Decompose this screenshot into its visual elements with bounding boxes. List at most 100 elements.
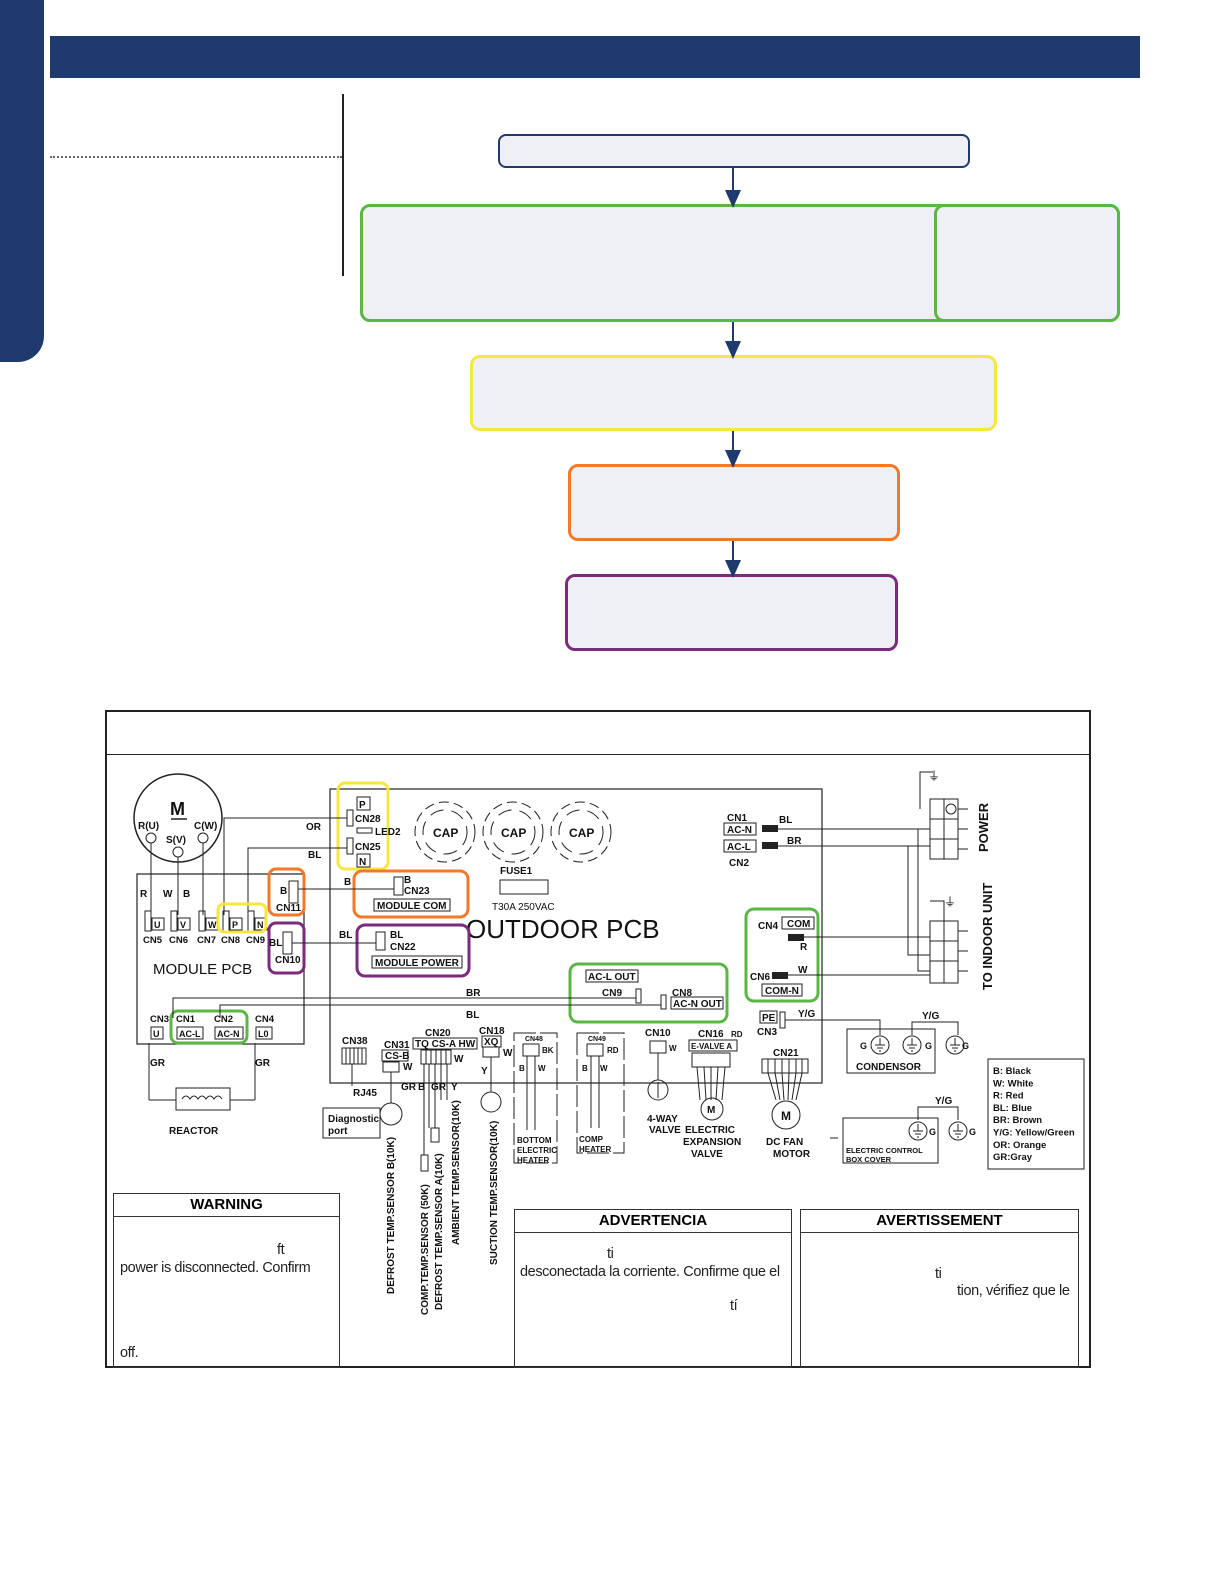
flow-step-module-power — [565, 574, 898, 651]
cn20-gr2: GR — [431, 1082, 447, 1093]
outdoor-pcb-board — [329, 788, 823, 1084]
fuse-label: FUSE1 — [500, 866, 533, 877]
cn9-label: CN9 — [602, 988, 622, 999]
rj45-label: RJ45 — [353, 1088, 377, 1099]
capacitor — [414, 801, 476, 863]
flow-step-power-side — [934, 204, 1120, 322]
ground-symbol — [908, 1121, 928, 1141]
cn48-bk: BK — [542, 1046, 554, 1055]
warning-es-box: ADVERTENCIA — [514, 1209, 792, 1368]
warning-en-frag2: power is disconnected. Confirm — [120, 1260, 311, 1276]
module-bottom-pin: U — [153, 1029, 160, 1039]
pe-label: PE — [762, 1013, 776, 1024]
cn20-y: Y — [451, 1082, 458, 1093]
wire-r: R — [140, 889, 148, 900]
warning-en-title: WARNING — [114, 1194, 339, 1217]
warning-fr-title: AVERTISSEMENT — [801, 1210, 1078, 1233]
cn16-label: CN16 — [698, 1029, 724, 1040]
ground-g-label: G — [929, 1127, 936, 1137]
cn23-b: B — [404, 875, 411, 886]
cn48-b: B — [519, 1064, 525, 1073]
led2-label: LED2 — [375, 827, 401, 838]
cn20-label: CN20 — [425, 1028, 451, 1039]
cn20-gr: GR — [401, 1082, 417, 1093]
wire-w: W — [163, 889, 173, 900]
fourway-1: 4-WAY — [647, 1114, 678, 1125]
cn11-orange — [267, 867, 306, 917]
compressor-motor-label: M — [170, 799, 185, 819]
cn49-label: CN49 — [588, 1036, 606, 1043]
com-r: R — [800, 942, 808, 953]
dcfan-1: DC FAN — [766, 1137, 803, 1148]
yg-label-2: Y/G — [922, 1011, 939, 1022]
module-pin-box — [229, 917, 243, 931]
outdoor-pcb-title: OUTDOOR PCB — [466, 914, 660, 944]
ground-g-label: G — [860, 1041, 867, 1051]
comp-heater-1: COMP — [579, 1135, 604, 1144]
cn22-bl: BL — [390, 930, 403, 941]
cn18-w: W — [503, 1048, 513, 1059]
pin-p: P — [359, 800, 366, 811]
fourway-2: VALVE — [649, 1125, 681, 1136]
cn8-cn9-yellow — [216, 902, 268, 934]
com-label: COM — [787, 919, 810, 930]
pin-n: N — [359, 857, 366, 868]
capacitor — [550, 801, 612, 863]
cn48-label: CN48 — [525, 1036, 543, 1043]
fuse-symbol — [499, 879, 549, 895]
ground-symbol-top: ⏚ — [928, 769, 940, 783]
com-terminal-green — [744, 907, 820, 1003]
module-bottom-cn: CN1 — [176, 1014, 196, 1025]
cn10-label: CN10 — [275, 955, 301, 966]
cn28-label: CN28 — [355, 814, 381, 825]
legend-entry: OR: Orange — [993, 1140, 1046, 1151]
dcfan-2: MOTOR — [773, 1149, 811, 1160]
cn11-label: CN11 — [276, 903, 301, 914]
csb-label: CS-B — [385, 1051, 409, 1062]
capacitor-label: CAP — [569, 826, 594, 840]
warning-es-frag2: desconectada la corriente. Confirme que … — [520, 1264, 780, 1280]
wire-gr-left: GR — [150, 1058, 166, 1069]
cn10-4way-label: CN10 — [645, 1028, 671, 1039]
legend-entry: GR:Gray — [993, 1152, 1033, 1163]
module-pin-label: P — [232, 920, 238, 930]
cn3-pe-label: CN3 — [757, 1027, 777, 1038]
cn25-label: CN25 — [355, 842, 381, 853]
module-pin-post — [144, 910, 152, 932]
to-indoor-label: TO INDOOR UNIT — [980, 883, 995, 990]
side-tab — [0, 0, 44, 362]
warning-es-frag1: ti — [607, 1246, 614, 1262]
cn1-label: CN1 — [727, 813, 747, 824]
module-bottom-terminal-green — [169, 1009, 249, 1045]
flow-arrows — [725, 168, 741, 578]
warning-en-frag3: off. — [120, 1345, 139, 1361]
sensor-label: SUCTION TEMP.SENSOR(10K) — [489, 1121, 500, 1265]
module-pin-box — [151, 917, 165, 931]
flow-title-box — [498, 134, 970, 168]
condensor-box — [846, 1028, 936, 1074]
cn20-b: B — [418, 1082, 425, 1093]
warning-en-frag1: ft — [277, 1242, 285, 1258]
comn-label: COM-N — [765, 986, 799, 997]
module-bottom-pin: L0 — [258, 1029, 269, 1039]
bottom-heater-1: BOTTOM — [517, 1136, 552, 1145]
cn1-bl: BL — [779, 815, 792, 826]
comp-heater-bracket — [576, 1032, 625, 1154]
ground-g-label: G — [962, 1041, 969, 1051]
diagnostic-port-box — [322, 1107, 381, 1139]
bottom-heater-2: ELECTRIC — [517, 1146, 557, 1155]
warning-en-box: WARNING — [113, 1193, 340, 1368]
warning-fr-box: AVERTISSEMENT — [800, 1209, 1079, 1368]
fuse-rating: T30A 250VAC — [492, 902, 555, 913]
reactor-coil — [175, 1087, 231, 1111]
module-pcb-title: MODULE PCB — [153, 961, 252, 978]
module-cn-label: CN8 — [221, 935, 240, 946]
cn22-label: CN22 — [390, 942, 416, 953]
sensor-label: AMBIENT TEMP.SENSOR(10K) — [451, 1100, 462, 1245]
legend-entry: B: Black — [993, 1066, 1032, 1077]
